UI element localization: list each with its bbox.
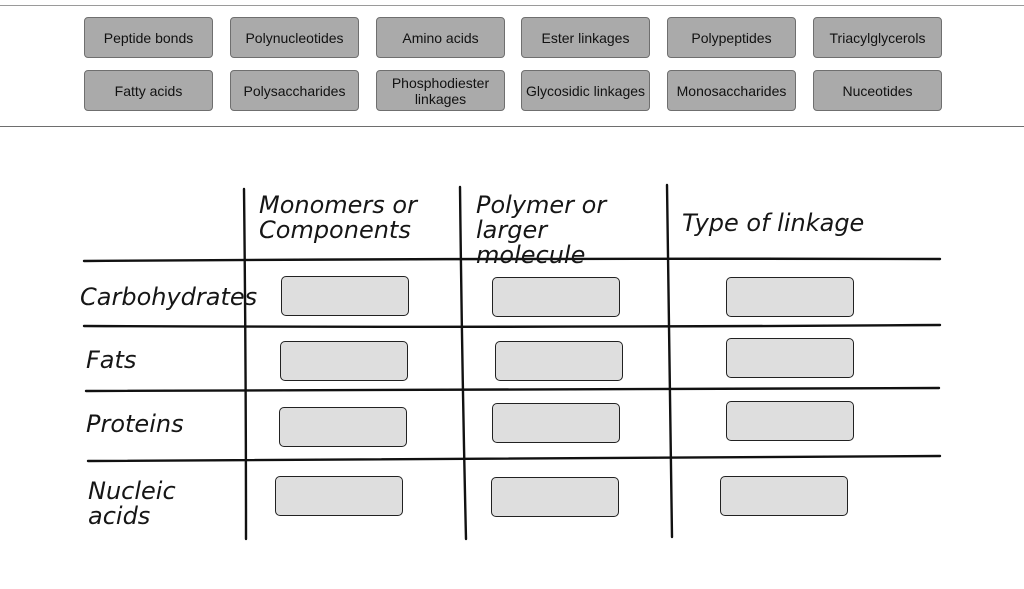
drop-zone-proteins-polymer[interactable]	[492, 403, 620, 443]
row-header-proteins: Proteins	[86, 410, 184, 438]
top-divider	[0, 5, 1024, 6]
drop-zone-carbohydrates-monomers[interactable]	[281, 276, 409, 316]
row-header-carbohydrates: Carbohydrates	[80, 283, 258, 311]
drop-zone-carbohydrates-linkage[interactable]	[726, 277, 854, 317]
drop-zone-nucleic-acids-monomers[interactable]	[275, 476, 403, 516]
drop-zone-nucleic-acids-linkage[interactable]	[720, 476, 848, 516]
term-phosphodiester-linkages[interactable]: Phosphodiester linkages	[376, 70, 505, 111]
term-monosaccharides[interactable]: Monosaccharides	[667, 70, 796, 111]
term-glycosidic-linkages[interactable]: Glycosidic linkages	[521, 70, 650, 111]
drop-zone-proteins-linkage[interactable]	[726, 401, 854, 441]
term-nuceotides[interactable]: Nuceotides	[813, 70, 942, 111]
drop-zone-fats-monomers[interactable]	[280, 341, 408, 381]
term-polynucleotides[interactable]: Polynucleotides	[230, 17, 359, 58]
term-polypeptides[interactable]: Polypeptides	[667, 17, 796, 58]
row-header-fats: Fats	[86, 346, 137, 374]
term-amino-acids[interactable]: Amino acids	[376, 17, 505, 58]
term-fatty-acids[interactable]: Fatty acids	[84, 70, 213, 111]
worksheet-image: Monomers or Components Polymer or larger…	[0, 127, 1024, 589]
term-ester-linkages[interactable]: Ester linkages	[521, 17, 650, 58]
column-header-linkage: Type of linkage	[682, 209, 865, 237]
drop-zone-proteins-monomers[interactable]	[279, 407, 407, 447]
drop-zone-carbohydrates-polymer[interactable]	[492, 277, 620, 317]
drop-zone-fats-polymer[interactable]	[495, 341, 623, 381]
column-header-monomers: Monomers or Components	[259, 191, 417, 244]
term-triacylglycerols[interactable]: Triacylglycerols	[813, 17, 942, 58]
drop-zone-nucleic-acids-polymer[interactable]	[491, 477, 619, 517]
column-header-polymer: Polymer or larger molecule	[476, 191, 607, 269]
table-grid-lines	[82, 183, 942, 541]
term-peptide-bonds[interactable]: Peptide bonds	[84, 17, 213, 58]
drop-zone-fats-linkage[interactable]	[726, 338, 854, 378]
section-divider	[0, 126, 1024, 127]
term-polysaccharides[interactable]: Polysaccharides	[230, 70, 359, 111]
term-bank: Peptide bonds Polynucleotides Amino acid…	[84, 17, 944, 113]
row-header-nucleic-acids: Nucleic acids	[88, 477, 176, 530]
